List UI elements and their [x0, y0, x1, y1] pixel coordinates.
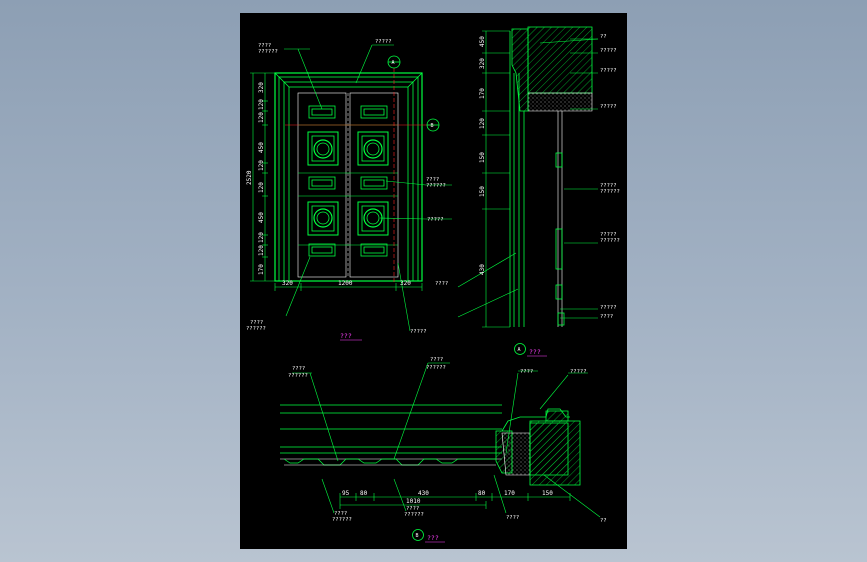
svg-text:120: 120 [258, 160, 265, 171]
label-top-mid: ????? [375, 39, 392, 45]
dim-left-total: 2520 [246, 170, 253, 185]
svg-text:320: 320 [258, 82, 265, 93]
svg-text:430: 430 [418, 490, 429, 497]
miter-tr [407, 72, 423, 88]
label-top-left-2: ?????? [258, 49, 278, 55]
section-b-dim-labels: 95 80 430 80 170 150 1010 [342, 490, 553, 505]
section-b-labels: ???? ?????? ???? ?????? ???? ????? ???? … [288, 357, 607, 524]
svg-text:150: 150 [542, 490, 553, 497]
dim-chain-bottom [274, 283, 423, 291]
svg-text:??????: ?????? [332, 517, 352, 523]
svg-text:????: ???? [600, 314, 613, 320]
dim-bottom-1: 320 [282, 280, 293, 287]
label-mid-right-2: ????? [427, 217, 444, 223]
section-a [457, 26, 599, 328]
svg-text:????: ???? [292, 366, 305, 372]
svg-text:?????: ????? [600, 305, 617, 311]
svg-text:??????: ?????? [404, 512, 424, 518]
label-bottom-left-2: ?????? [246, 326, 266, 332]
dim-bottom-2: 1200 [338, 280, 353, 287]
svg-text:?????: ????? [600, 104, 617, 110]
svg-text:??: ?? [600, 518, 607, 524]
svg-text:80: 80 [360, 490, 368, 497]
door-elevation [250, 44, 452, 332]
dim-chain-left [250, 72, 275, 282]
svg-text:????: ???? [506, 515, 519, 521]
right-leaf [349, 92, 399, 278]
outer-frame [274, 72, 423, 282]
svg-text:?????: ????? [600, 48, 617, 54]
svg-text:170: 170 [504, 490, 515, 497]
svg-text:430: 430 [479, 264, 486, 275]
wall-block-a [527, 26, 593, 94]
section-a-title: ??? [529, 348, 541, 356]
section-a-dim-labels: 450 320 170 120 150 150 430 [479, 36, 486, 275]
svg-text:80: 80 [478, 490, 486, 497]
svg-text:??????: ?????? [600, 189, 620, 195]
svg-text:170: 170 [258, 264, 265, 275]
label-top-left-1: ???? [258, 43, 271, 49]
label-mid-right-1: ???? [426, 177, 439, 183]
miter-tl [274, 72, 290, 88]
svg-text:????: ???? [334, 511, 347, 517]
svg-text:????: ???? [435, 281, 448, 287]
frame-line-2 [278, 76, 419, 282]
svg-text:120: 120 [258, 99, 265, 110]
svg-text:??????: ?????? [288, 373, 308, 379]
svg-text:?????: ????? [600, 68, 617, 74]
section-a-mark-circle [514, 343, 526, 355]
svg-text:120: 120 [258, 112, 265, 123]
svg-text:?????: ????? [570, 369, 587, 375]
section-b-mark: B [416, 533, 419, 539]
svg-text:??????: ?????? [426, 365, 446, 371]
section-a-mark: A [518, 347, 521, 353]
svg-text:????: ???? [406, 506, 419, 512]
section-mark-b: B [431, 123, 434, 129]
svg-text:150: 150 [479, 152, 486, 163]
rosette-panels [307, 131, 389, 236]
section-mark-a: A [392, 60, 395, 66]
svg-text:?????: ????? [600, 183, 617, 189]
elevation-leaders [284, 44, 452, 332]
cad-drawing: ???? ?????? ????? ???? ?????? ????? ????… [246, 26, 620, 543]
svg-text:120: 120 [258, 232, 265, 243]
svg-text:120: 120 [258, 245, 265, 256]
svg-text:??????: ?????? [600, 238, 620, 244]
svg-text:450: 450 [479, 36, 486, 47]
svg-text:120: 120 [258, 182, 265, 193]
svg-text:320: 320 [479, 58, 486, 69]
section-b [280, 362, 601, 518]
dim-chain-a [482, 30, 510, 328]
label-bottom-right: ????? [410, 329, 427, 335]
elevation-title: ??? [340, 332, 352, 340]
svg-text:?????: ????? [600, 232, 617, 238]
svg-text:150: 150 [479, 186, 486, 197]
svg-text:95: 95 [342, 490, 350, 497]
frame-line-4 [288, 86, 409, 282]
dim-b-total: 1010 [406, 498, 421, 505]
dim-left-labels: 320 120 120 450 120 120 450 120 120 170 … [246, 82, 265, 275]
svg-text:??: ?? [600, 34, 607, 40]
drawing-sheet: ???? ?????? ????? ???? ?????? ????? ????… [240, 13, 627, 549]
svg-text:120: 120 [479, 118, 486, 129]
svg-text:170: 170 [479, 88, 486, 99]
svg-text:????: ???? [430, 357, 443, 363]
svg-text:450: 450 [258, 212, 265, 223]
section-a-labels: ?? ????? ????? ????? ????? ?????? ????? … [435, 34, 620, 320]
section-b-title: ??? [427, 534, 439, 542]
svg-text:450: 450 [258, 142, 265, 153]
dim-bottom-3: 320 [400, 280, 411, 287]
label-mid-right-1b: ?????? [426, 183, 446, 189]
small-panels [308, 105, 388, 257]
label-bottom-left-1: ???? [250, 320, 263, 326]
dim-chain-b [339, 493, 571, 509]
section-b-mark-circle [412, 529, 424, 541]
svg-text:????: ???? [520, 369, 533, 375]
left-leaf [297, 92, 347, 278]
